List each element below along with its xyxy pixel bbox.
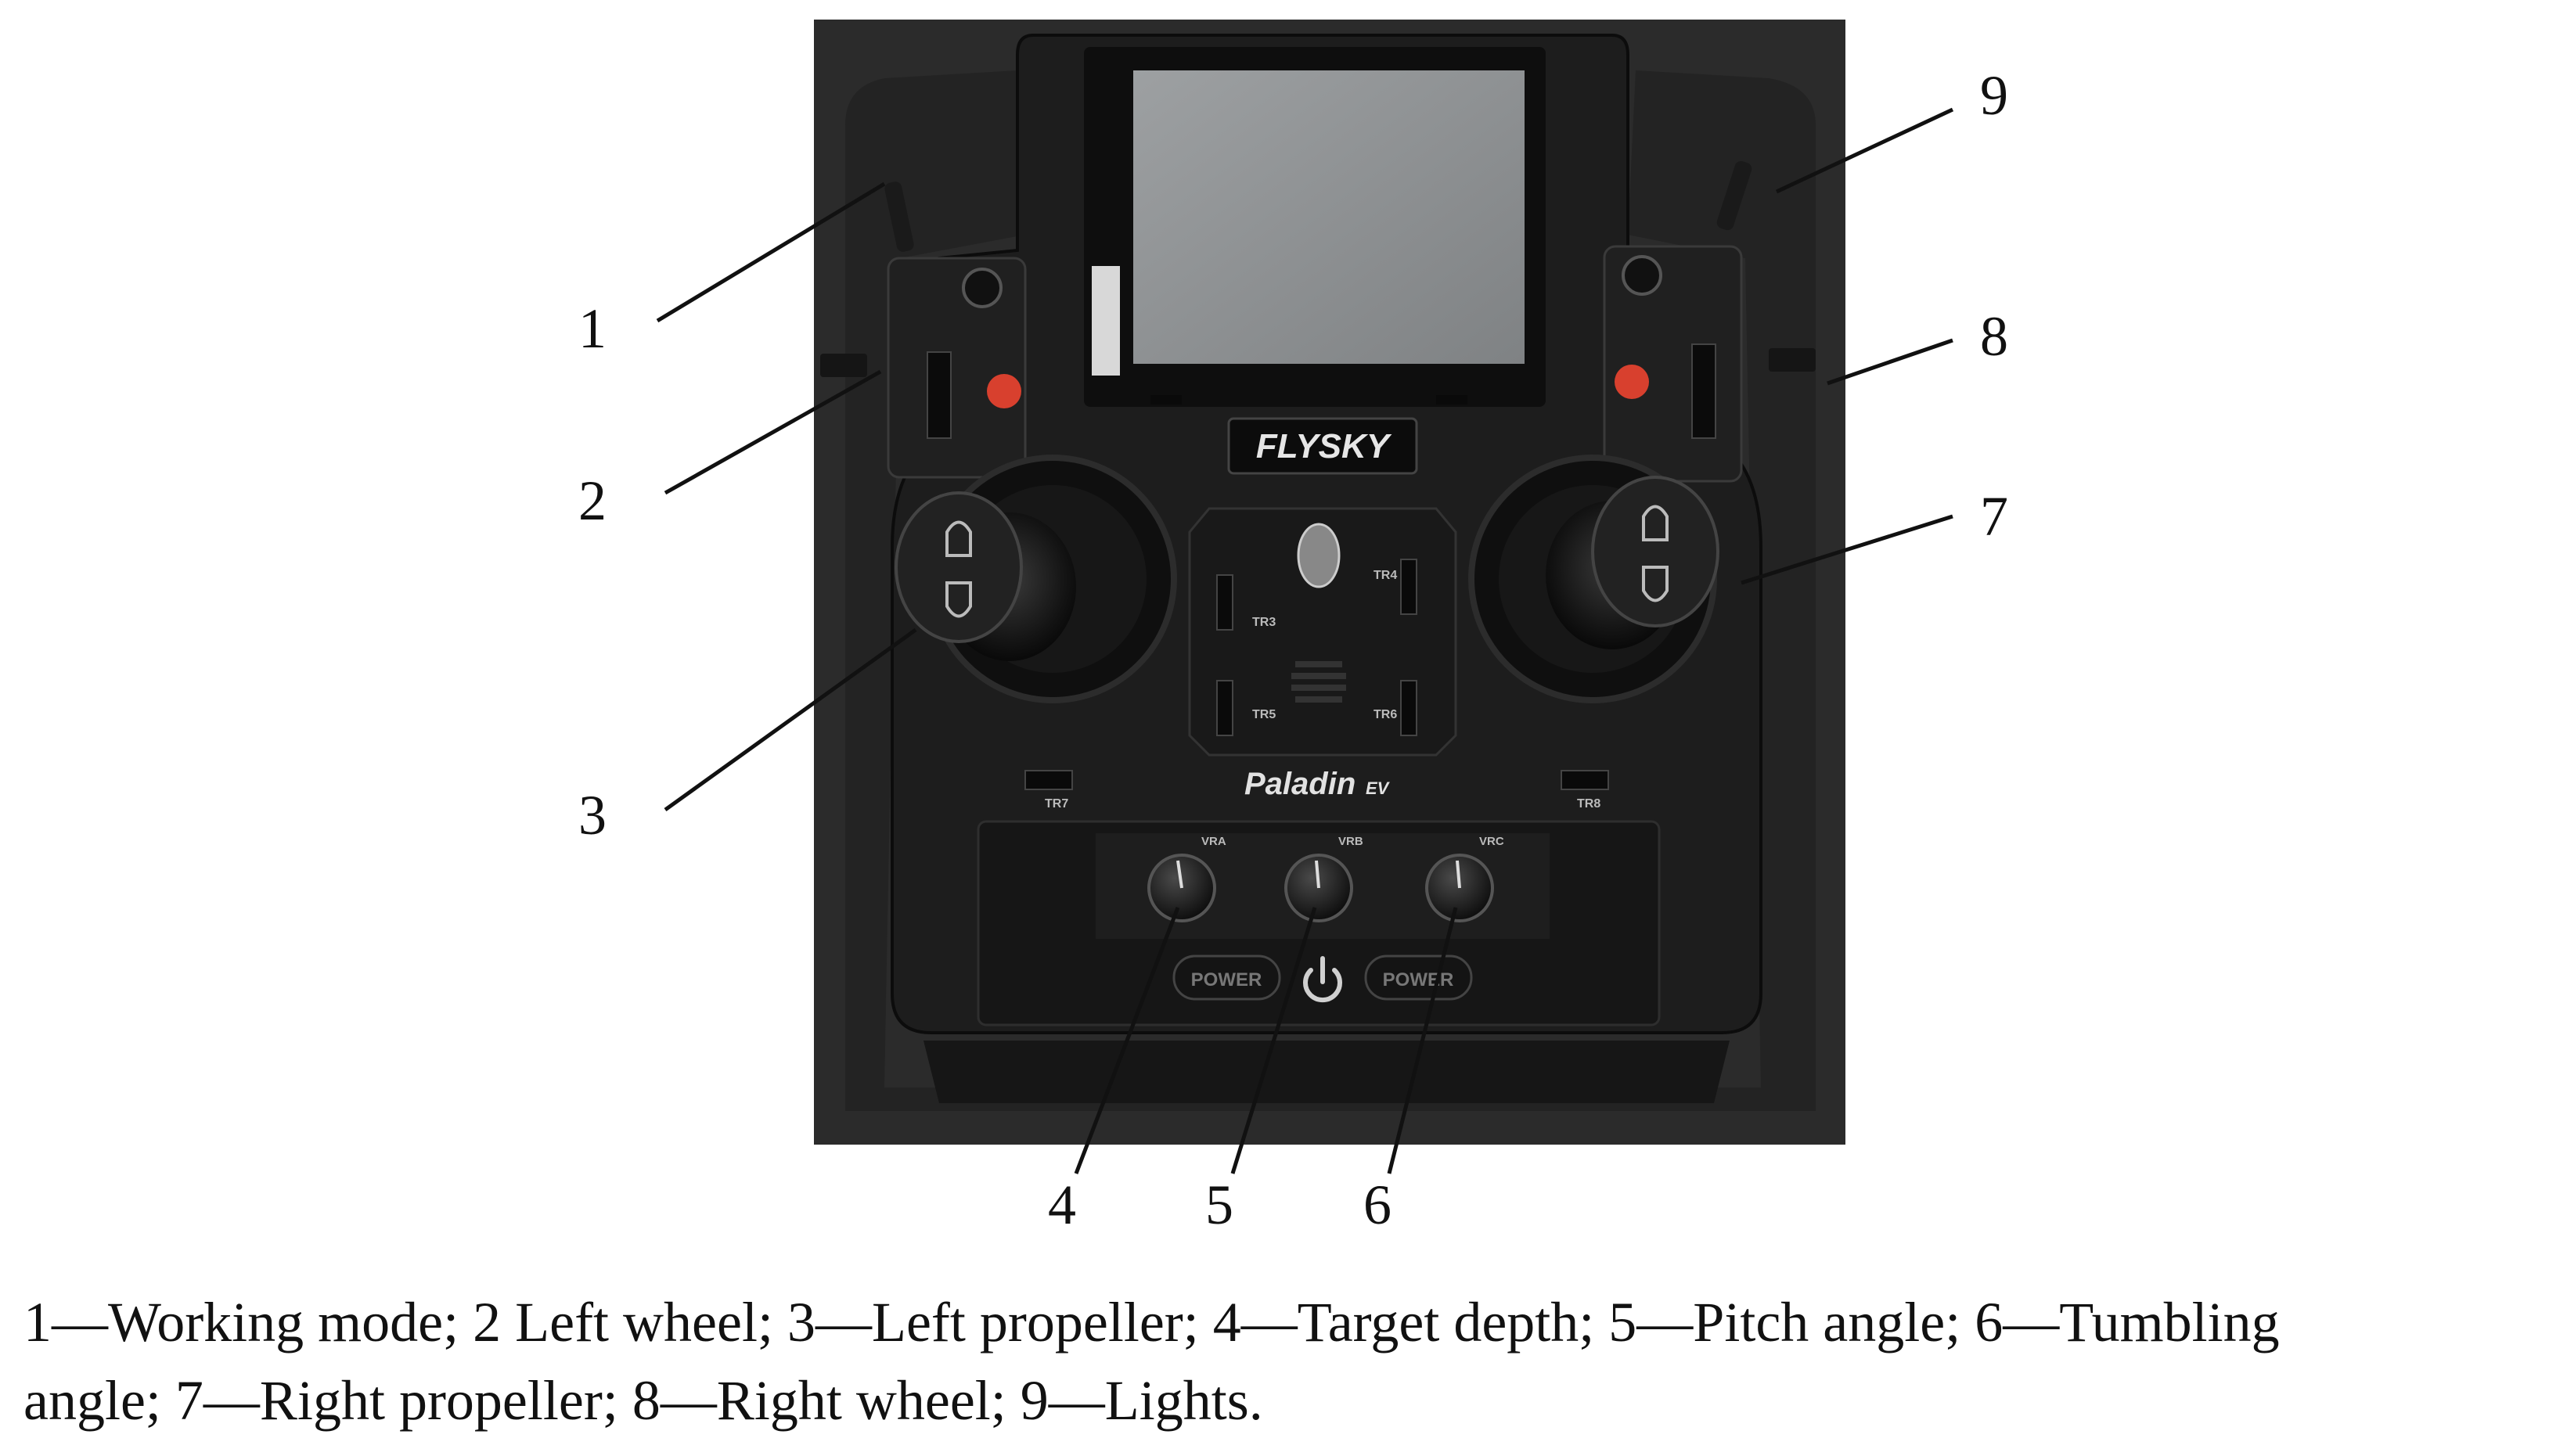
controller-lower-lip: [923, 1041, 1730, 1103]
right-red-button: [1615, 365, 1649, 399]
label-tr8: TR8: [1577, 797, 1600, 811]
center-rotary-knob: [1297, 523, 1341, 588]
leader-line-7: [1741, 514, 1953, 585]
knob-vrb-indicator: [1315, 860, 1320, 889]
right-stick-arrow-up: [1642, 505, 1669, 541]
brand-plate: [1227, 417, 1418, 475]
label-vrb: VRB: [1338, 835, 1363, 848]
caption-line-2: angle; 7—Right propeller; 8—Right wheel;…: [23, 1369, 1263, 1432]
left-shoulder-panel: [887, 257, 1027, 479]
label-tr5: TR5: [1252, 708, 1276, 721]
trim-tr6: [1400, 680, 1417, 736]
power-button-left: [1172, 954, 1281, 1001]
left-red-button: [987, 374, 1021, 408]
left-antenna: [884, 182, 914, 252]
model-suffix: EV: [1366, 778, 1391, 798]
trim-tr3: [1216, 574, 1233, 631]
callout-8: 8: [1980, 305, 2008, 368]
left-toggle-switch: [962, 268, 1003, 308]
right-side-tab: [1769, 348, 1816, 372]
left-stick-arrow-down: [945, 581, 972, 618]
right-scroll-wheel: [1691, 343, 1716, 439]
leader-line-2: [664, 369, 882, 495]
right-stick-arrow-down: [1642, 566, 1669, 602]
leader-line-4: [1074, 907, 1180, 1174]
callout-7: 7: [1980, 485, 2008, 548]
knob-vrc-indicator: [1456, 860, 1461, 889]
callout-9: 9: [1980, 64, 2008, 127]
label-tr6: TR6: [1374, 708, 1397, 721]
label-vrc: VRC: [1479, 835, 1504, 848]
leader-line-6: [1387, 907, 1458, 1174]
trim-tr5: [1216, 680, 1233, 736]
left-stick-cap: [895, 491, 1023, 643]
callout-6: 6: [1363, 1174, 1392, 1236]
right-toggle-switch: [1622, 255, 1662, 296]
label-tr3: TR3: [1252, 616, 1276, 629]
label-tr7: TR7: [1045, 797, 1068, 811]
figure-caption: 1—Working mode; 2 Left wheel; 3—Left pro…: [23, 1283, 2551, 1440]
trim-tr8: [1561, 770, 1609, 790]
label-tr4: TR4: [1374, 569, 1397, 582]
leader-line-1: [656, 182, 886, 323]
power-label-left: POWER: [1191, 969, 1262, 990]
power-label-right: POWER: [1383, 969, 1454, 990]
center-panel: [1188, 507, 1457, 757]
brand-logo: FLYSKY: [1256, 427, 1392, 466]
callout-2: 2: [578, 469, 607, 532]
label-vra: VRA: [1201, 835, 1226, 848]
callout-4: 4: [1048, 1174, 1076, 1236]
caption-line-1: 1—Working mode; 2 Left wheel; 3—Left pro…: [23, 1291, 2280, 1354]
trim-tr4: [1400, 559, 1417, 615]
callout-1: 1: [578, 297, 607, 360]
callout-5: 5: [1205, 1174, 1233, 1236]
screen-vent-left: [1150, 395, 1182, 404]
right-antenna: [1716, 160, 1752, 231]
leader-line-8: [1827, 338, 1953, 386]
leader-line-9: [1775, 107, 1954, 194]
callout-3: 3: [578, 784, 607, 847]
left-side-tab: [820, 354, 867, 377]
power-icon: [1303, 956, 1342, 1003]
left-scroll-wheel: [927, 351, 952, 439]
leader-line-5: [1230, 907, 1317, 1174]
screen-sticker: [1092, 266, 1120, 376]
power-button-right: [1364, 954, 1473, 1001]
right-stick-cap: [1591, 476, 1719, 627]
lcd-screen: [1133, 70, 1525, 364]
model-name: Paladin: [1244, 767, 1356, 801]
speaker-grille: [1291, 661, 1346, 703]
left-stick-arrow-up: [945, 520, 972, 557]
trim-tr7: [1024, 770, 1073, 790]
case-foam-cutout: [845, 70, 1816, 1111]
screen-vent-right: [1436, 395, 1467, 404]
leader-line-3: [664, 627, 917, 812]
knob-vra-indicator: [1176, 860, 1183, 889]
